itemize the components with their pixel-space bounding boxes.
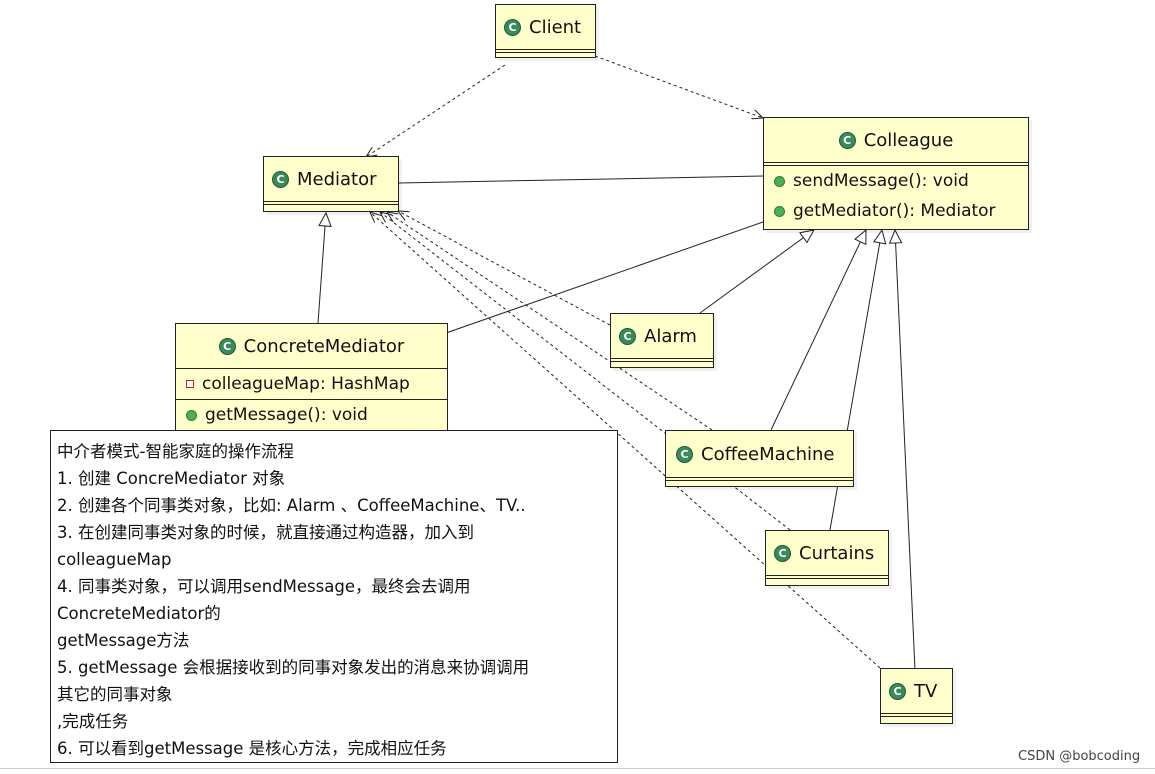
coffeemachine-class[interactable]: C CoffeeMachine [665,430,854,487]
note-line: 4. 同事类对象，可以调用sendMessage，最终会去调用 [57,577,471,596]
public-method-icon [186,409,197,421]
concretemediator-generalization [317,211,332,324]
class-icon: C [619,327,636,345]
alarm-class[interactable]: C Alarm [610,313,714,368]
method-row: getMessage(): void [176,400,447,430]
watermark: CSDN @bobcoding [1018,749,1141,764]
class-name: Client [529,16,582,38]
tv-generalization [888,228,916,671]
tv-to-mediator-dependency [370,212,881,669]
concretemediator-class[interactable]: C ConcreteMediator colleagueMap: HashMap… [175,323,448,431]
compartment-divider [764,162,1028,166]
compartment-divider [496,49,595,53]
method-signature: getMessage(): void [205,405,368,425]
note-line: colleagueMap [57,550,172,569]
class-icon: C [774,544,791,562]
colleague-class[interactable]: C Colleague sendMessage(): void getMedia… [763,117,1029,230]
method-row: sendMessage(): void [764,166,1028,196]
class-name: Alarm [644,325,697,347]
mediator-colleague-association [398,175,764,184]
compartment-divider [881,713,952,717]
alarm-generalization [699,229,815,314]
compartment-divider [264,201,398,205]
client-to-mediator-dependency [366,64,506,157]
class-name: Mediator [297,168,377,190]
class-name: Colleague [863,129,954,151]
method-row: getMediator(): Mediator [764,196,1028,226]
client-to-colleague-dependency [594,55,763,118]
tv-class[interactable]: C TV [880,668,953,724]
note-line: 6. 可以看到getMessage 是核心方法，完成相应任务 [57,739,447,758]
alarm-to-mediator-dependency [398,211,611,326]
method-signature: sendMessage(): void [793,171,969,191]
class-name: CoffeeMachine [701,443,835,465]
concretemediator-colleague-aggregation [446,221,764,333]
compartment-divider [176,368,447,369]
public-method-icon [774,175,785,187]
note-line: 3. 在创建同事类对象的时候，就直接通过构造器，加入到 [57,523,474,542]
attribute-row: colleagueMap: HashMap [176,369,447,399]
mediator-class[interactable]: C Mediator [263,156,399,212]
note-line: ,完成任务 [57,712,129,731]
compartment-divider [766,575,888,579]
compartment-divider [611,358,713,362]
note-line: 2. 创建各个同事类对象，比如: Alarm 、CoffeeMachine、TV… [57,496,526,515]
note-line: 其它的同事对象 [57,685,173,704]
class-name: Curtains [799,542,875,564]
class-icon: C [676,445,693,463]
public-method-icon [774,205,785,217]
method-signature: getMediator(): Mediator [793,201,996,221]
coffeemachine-to-mediator-dependency [387,212,713,431]
note-line: getMessage方法 [57,631,190,650]
class-icon: C [838,131,856,149]
private-field-icon [186,380,194,388]
note-line: 中介者模式-智能家庭的操作流程 [57,442,294,461]
curtains-class[interactable]: C Curtains [765,530,889,586]
class-icon: C [272,170,289,188]
compartment-divider [176,399,447,400]
attribute-signature: colleagueMap: HashMap [202,374,410,394]
compartment-divider [666,477,853,481]
note-line: ConcreteMediator的 [57,604,221,623]
coffeemachine-generalization [770,228,867,431]
note-box: 中介者模式-智能家庭的操作流程 1. 创建 ConcreMediator 对象 … [50,430,618,763]
bottom-divider [0,768,1155,769]
class-name: ConcreteMediator [243,335,405,357]
class-name: TV [914,680,938,702]
class-icon: C [218,337,236,355]
note-line: 5. getMessage 会根据接收到的同事对象发出的消息来协调调用 [57,658,530,677]
client-class[interactable]: C Client [495,4,596,58]
note-line: 1. 创建 ConcreMediator 对象 [57,469,286,488]
class-icon: C [889,682,906,700]
class-icon: C [504,18,521,36]
